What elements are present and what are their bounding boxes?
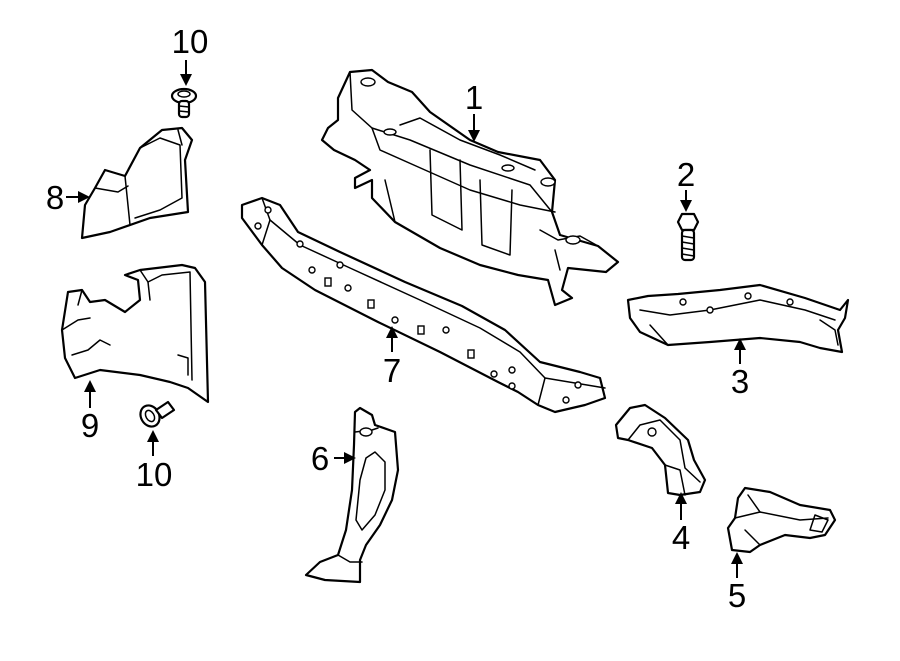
part-4-lower-bracket[interactable] xyxy=(614,403,707,497)
arrow-7-icon xyxy=(386,326,398,338)
arrow-2-icon xyxy=(680,200,692,212)
callout-5: 5 xyxy=(728,577,746,614)
callout-2: 2 xyxy=(677,156,695,193)
arrow-10b-icon xyxy=(147,430,159,442)
arrow-8-icon xyxy=(78,191,90,203)
arrow-9-icon xyxy=(84,380,96,392)
part-8-upper-air-guide[interactable] xyxy=(80,126,194,240)
part-2-bolt[interactable] xyxy=(676,212,700,262)
callout-8: 8 xyxy=(46,179,64,216)
leader-lines xyxy=(66,60,746,578)
arrow-10a-icon xyxy=(180,74,192,86)
part-9-lower-air-guide[interactable] xyxy=(60,263,210,404)
part-1-radiator-support[interactable] xyxy=(320,68,620,307)
callout-7: 7 xyxy=(383,352,401,389)
callout-10-bottom: 10 xyxy=(136,456,173,493)
arrow-6-icon xyxy=(344,452,356,464)
part-7-lower-tie-bar[interactable] xyxy=(240,196,607,414)
callout-6: 6 xyxy=(311,440,329,477)
callout-9: 9 xyxy=(81,407,99,444)
arrow-5-icon xyxy=(731,552,743,564)
callout-1: 1 xyxy=(465,79,483,116)
part-5-corner-bracket[interactable] xyxy=(726,486,837,554)
arrow-1-icon xyxy=(468,130,480,142)
callout-labels: 1 2 3 4 5 6 7 8 9 10 10 xyxy=(46,23,749,614)
part-10-clip-top[interactable] xyxy=(170,87,198,119)
callout-4: 4 xyxy=(672,519,690,556)
callout-10-top: 10 xyxy=(172,23,209,60)
arrow-3-icon xyxy=(734,338,746,350)
arrow-4-icon xyxy=(675,492,687,504)
part-6-deflector[interactable] xyxy=(304,406,400,584)
part-3-side-bracket[interactable] xyxy=(626,283,850,354)
callout-3: 3 xyxy=(731,363,749,400)
part-10-clip-bottom[interactable] xyxy=(137,400,176,430)
